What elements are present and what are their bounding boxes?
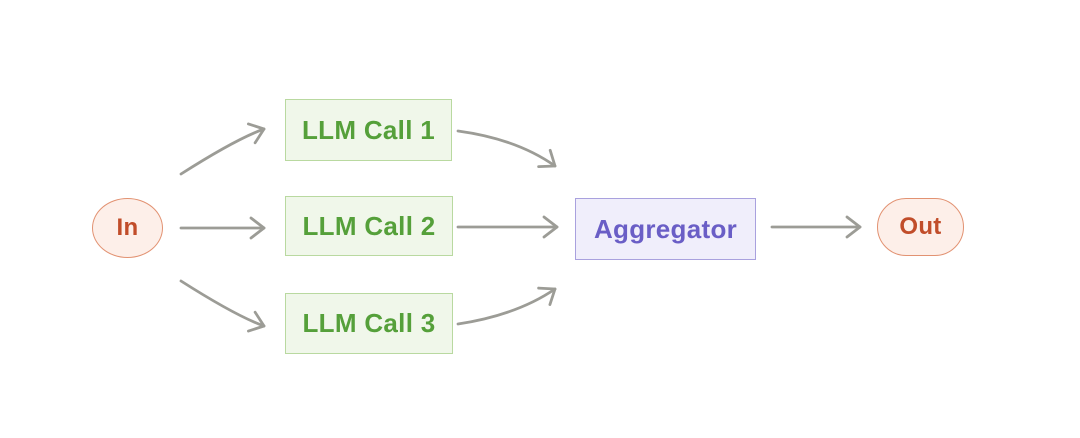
node-in: In: [92, 198, 163, 258]
node-llm-call-1-label: LLM Call 1: [301, 114, 435, 145]
node-llm-call-3-label: LLM Call 3: [302, 308, 436, 338]
arrow-llm-call-1-to-aggregator: [456, 129, 557, 169]
arrow-in-to-llm-call-3: [179, 279, 266, 333]
node-out-label: Out: [899, 213, 942, 240]
node-out: Out: [877, 198, 964, 256]
node-llm-call-2: LLM Call 2: [285, 196, 453, 256]
node-in-label: In: [116, 214, 139, 241]
arrow-llm-call-3-to-aggregator: [456, 286, 557, 326]
node-llm-call-2-label: LLM Call 2: [302, 210, 436, 241]
node-aggregator-label: Aggregator: [593, 213, 738, 244]
node-llm-call-1: LLM Call 1: [285, 99, 452, 161]
node-llm-call-3: LLM Call 3: [285, 293, 453, 354]
arrow-in-to-llm-call-1: [179, 122, 266, 176]
node-aggregator: Aggregator: [575, 198, 756, 260]
